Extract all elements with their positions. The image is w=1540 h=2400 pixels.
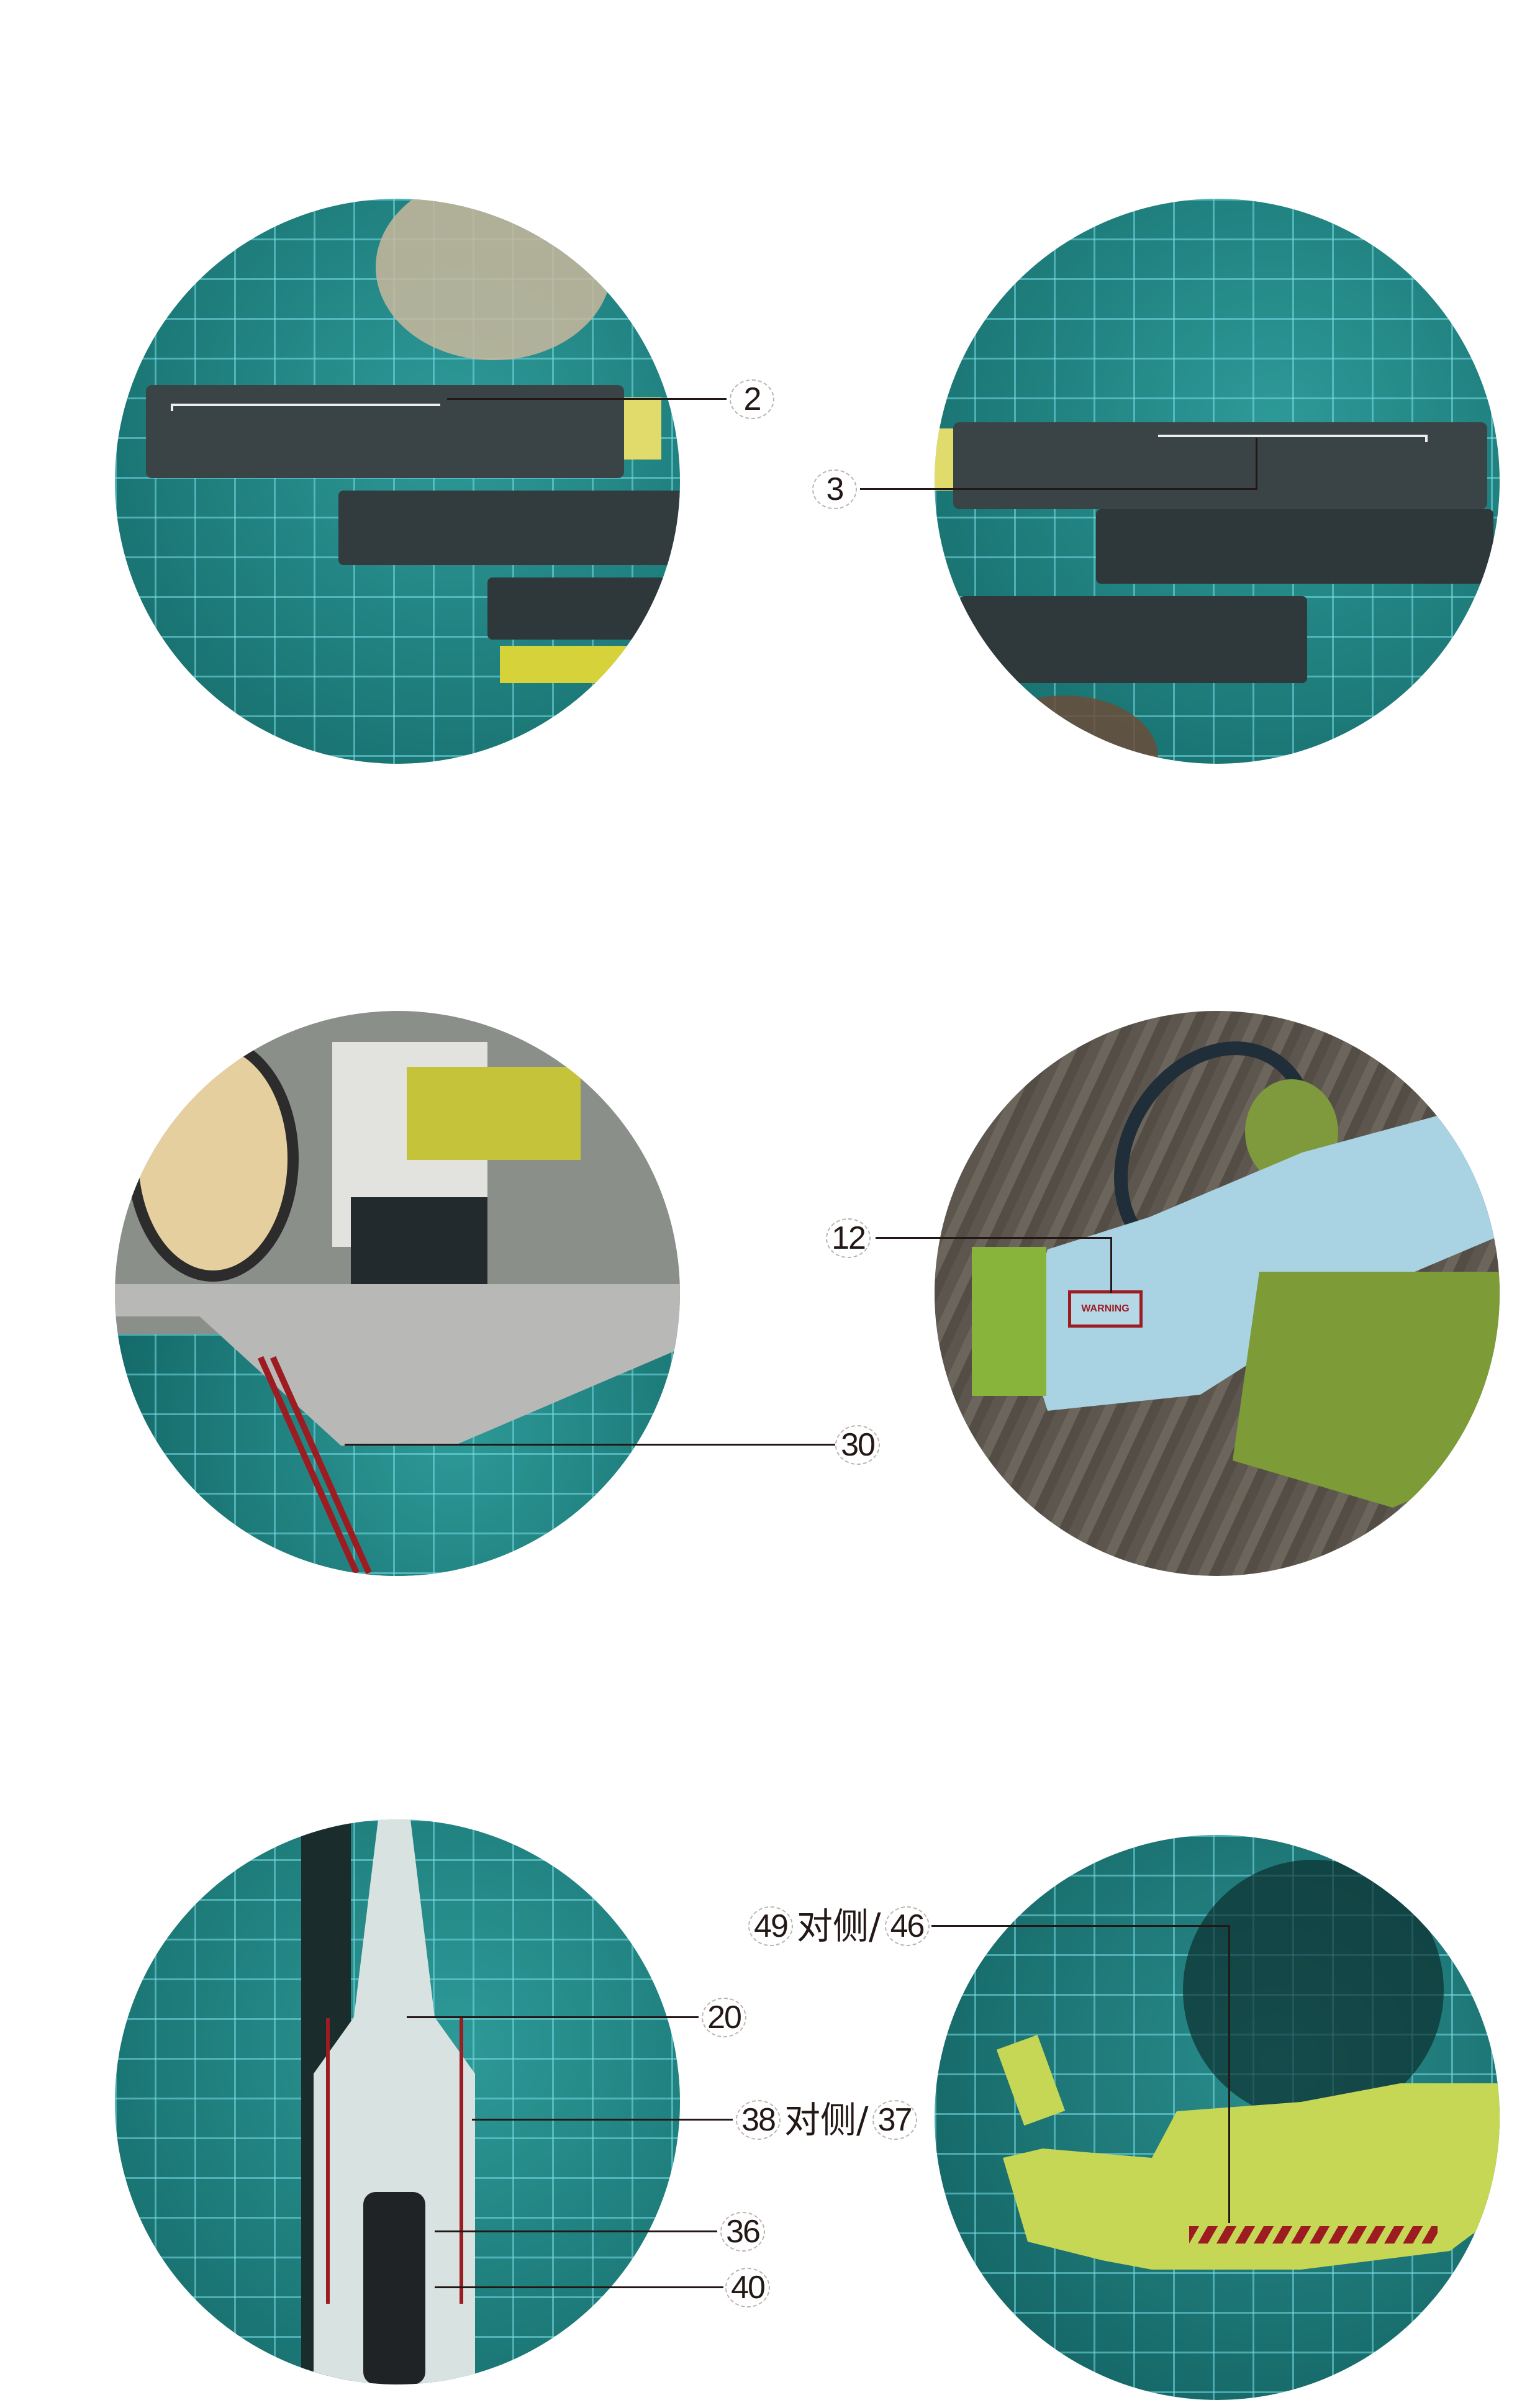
photo-panel-d: WARNING (935, 1011, 1500, 1576)
leader-line-3 (860, 488, 1257, 490)
black-grip (363, 2192, 425, 2384)
callout-3: 3 (812, 469, 857, 509)
yellow-green-peg (996, 2034, 1066, 2126)
barrel-mid (1096, 509, 1493, 584)
leader-line-3-vertical (1256, 438, 1257, 489)
leader-line-30 (345, 1444, 835, 1446)
decal-number-opposite: 37 (872, 2100, 917, 2140)
hand-blur (972, 695, 1158, 764)
decal-number: 2 (730, 379, 774, 419)
decal-number-opposite: 46 (884, 1906, 930, 1946)
leader-line-49 (931, 1925, 1230, 1927)
callout-30: 30 (835, 1425, 880, 1465)
barrel-lower (487, 577, 674, 640)
leader-line-20 (407, 2016, 699, 2018)
leader-line-40 (435, 2286, 723, 2288)
callout-12: 12 (826, 1218, 871, 1258)
decal-number: 40 (725, 2268, 770, 2307)
callout-2: 2 (730, 379, 774, 419)
yellow-tab (624, 397, 661, 460)
green-body (1233, 1272, 1500, 1508)
callout-38-37: 38 对侧/ 37 (736, 2100, 917, 2140)
green-tab (972, 1247, 1046, 1396)
decal-number: 12 (826, 1218, 871, 1258)
callout-20: 20 (702, 1998, 746, 2037)
yellow-part (500, 646, 643, 683)
leader-line-49-vertical (1228, 1925, 1230, 2223)
leader-line-12 (876, 1237, 1112, 1239)
barrel-decal (171, 404, 440, 411)
decal-number: 36 (720, 2212, 765, 2252)
barrel-decal (1158, 435, 1428, 442)
barrel-upper (146, 385, 624, 478)
hazard-stripe-decal (1189, 2226, 1438, 2244)
photo-panel-b (935, 199, 1500, 764)
leader-line-2 (447, 398, 727, 400)
red-trim-left (326, 2018, 330, 2304)
decal-number: 3 (812, 469, 857, 509)
decal-number: 38 (736, 2100, 781, 2140)
red-trim-right (460, 2018, 463, 2304)
callout-36: 36 (720, 2212, 765, 2252)
wheel (127, 1036, 299, 1282)
warning-decal: WARNING (1068, 1290, 1143, 1328)
opposite-side-label: 对侧/ (784, 2099, 869, 2141)
decal-number: 20 (702, 1998, 746, 2037)
leader-line-36 (435, 2230, 717, 2232)
callout-49-46: 49 对侧/ 46 (748, 1906, 930, 1946)
leader-line-38 (472, 2119, 733, 2121)
decal-number: 49 (748, 1906, 793, 1946)
callout-40: 40 (725, 2268, 770, 2307)
yellow-block (407, 1067, 581, 1160)
shadow-blur (1183, 1860, 1444, 2121)
photo-panel-c (115, 1011, 680, 1576)
photo-panel-f (935, 1835, 1500, 2400)
opposite-side-label: 对侧/ (797, 1905, 881, 1947)
leader-line-12-vertical (1110, 1237, 1112, 1293)
photo-panel-e (115, 1819, 680, 2384)
photo-panel-a (115, 199, 680, 764)
hand-blur (376, 199, 612, 360)
barrel-mid (338, 491, 680, 565)
barrel-lower (959, 596, 1307, 683)
decal-number: 30 (835, 1425, 880, 1465)
